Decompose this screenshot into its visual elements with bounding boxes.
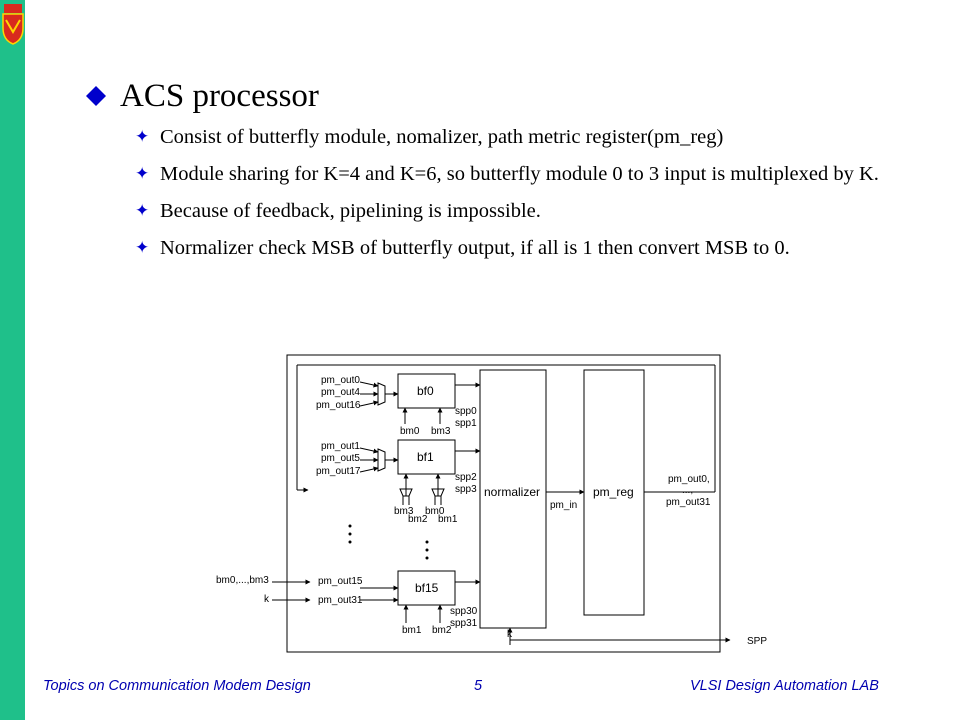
bf15-bm-label: bm2	[432, 625, 452, 636]
footer-page-number: 5	[474, 678, 483, 694]
bullet-item: ✦Consist of butterfly module, nomalizer,…	[135, 122, 905, 153]
bf15-label: bf15	[415, 581, 439, 595]
bf1-block	[397, 439, 456, 475]
bf15-bm-label: bm1	[402, 625, 422, 636]
star-bullet-icon: ✦	[135, 201, 150, 221]
bf0-label: bf0	[417, 384, 434, 398]
bf1-bm-label: bm1	[438, 514, 458, 525]
bullet-item: ✦Because of feedback, pipelining is impo…	[135, 196, 905, 227]
bf1-bm-label: bm3	[394, 506, 414, 517]
bf1-bm-label: bm0	[425, 506, 445, 517]
bf15-spp-label: spp30	[450, 606, 478, 617]
slide-title: ACS processor	[120, 77, 319, 114]
bf1-label: bf1	[417, 450, 434, 464]
bf1-input-label: pm_out5	[321, 453, 360, 464]
bf1-spp-label: spp2	[455, 472, 477, 483]
bf1-spp-label: spp3	[455, 484, 477, 495]
bf1-input-label: pm_out17	[316, 466, 361, 477]
bf15-input-label: pm_out31	[318, 595, 363, 606]
pm-reg-label: pm_reg	[593, 485, 634, 499]
external-input-label: k	[264, 594, 270, 605]
diamond-bullet-icon	[86, 86, 106, 106]
bf0-block	[397, 373, 456, 409]
normalizer-block	[479, 369, 547, 629]
bf0-spp-label: spp1	[455, 418, 477, 429]
star-bullet-icon: ✦	[135, 238, 150, 258]
output-label: ...,	[682, 485, 693, 496]
bf0-spp-label: spp0	[455, 406, 477, 417]
slide-footer: Topics on Communication Modem Design 5 V…	[0, 676, 960, 700]
k-label: k	[507, 629, 513, 640]
bf0-bm-label: bm0	[400, 426, 420, 437]
bf1-mux	[377, 448, 386, 472]
bf1-bm-label: bm2	[408, 514, 428, 525]
bf15-spp-label: spp31	[450, 618, 478, 629]
footer-course-title: Topics on Communication Modem Design	[43, 678, 311, 694]
output-label: pm_out0,	[668, 474, 710, 485]
bf0-input-label: pm_out16	[316, 400, 361, 411]
spp-output-label: SPP	[747, 636, 767, 647]
sidebar-band	[0, 0, 25, 720]
footer-lab-name: VLSI Design Automation LAB	[690, 678, 879, 694]
normalizer-label: normalizer	[484, 485, 540, 499]
star-bullet-icon: ✦	[135, 127, 150, 147]
bf1-input-label: pm_out1	[321, 441, 360, 452]
bf0-bm-label: bm3	[431, 426, 451, 437]
bf0-input-label: pm_out4	[321, 387, 360, 398]
university-logo-icon	[2, 4, 24, 45]
star-bullet-icon: ✦	[135, 164, 150, 184]
bullet-item: ✦Module sharing for K=4 and K=6, so butt…	[135, 159, 905, 190]
bullet-list: ✦Consist of butterfly module, nomalizer,…	[135, 122, 905, 270]
external-input-label: bm0,...,bm3	[216, 575, 269, 586]
slide-title-row: ACS processor	[84, 76, 319, 116]
bullet-item: ✦Normalizer check MSB of butterfly outpu…	[135, 233, 905, 264]
pm-in-label: pm_in	[550, 500, 577, 511]
bf0-input-label: pm_out0	[321, 375, 360, 386]
output-label: pm_out31	[666, 497, 711, 508]
bf0-mux	[377, 382, 386, 406]
acs-block-diagram: bf0 bf1 bf15 normalizer pm_reg pm_in pm_…	[216, 354, 767, 653]
bf15-input-label: pm_out15	[318, 576, 363, 587]
acs-outer-frame	[286, 354, 721, 653]
